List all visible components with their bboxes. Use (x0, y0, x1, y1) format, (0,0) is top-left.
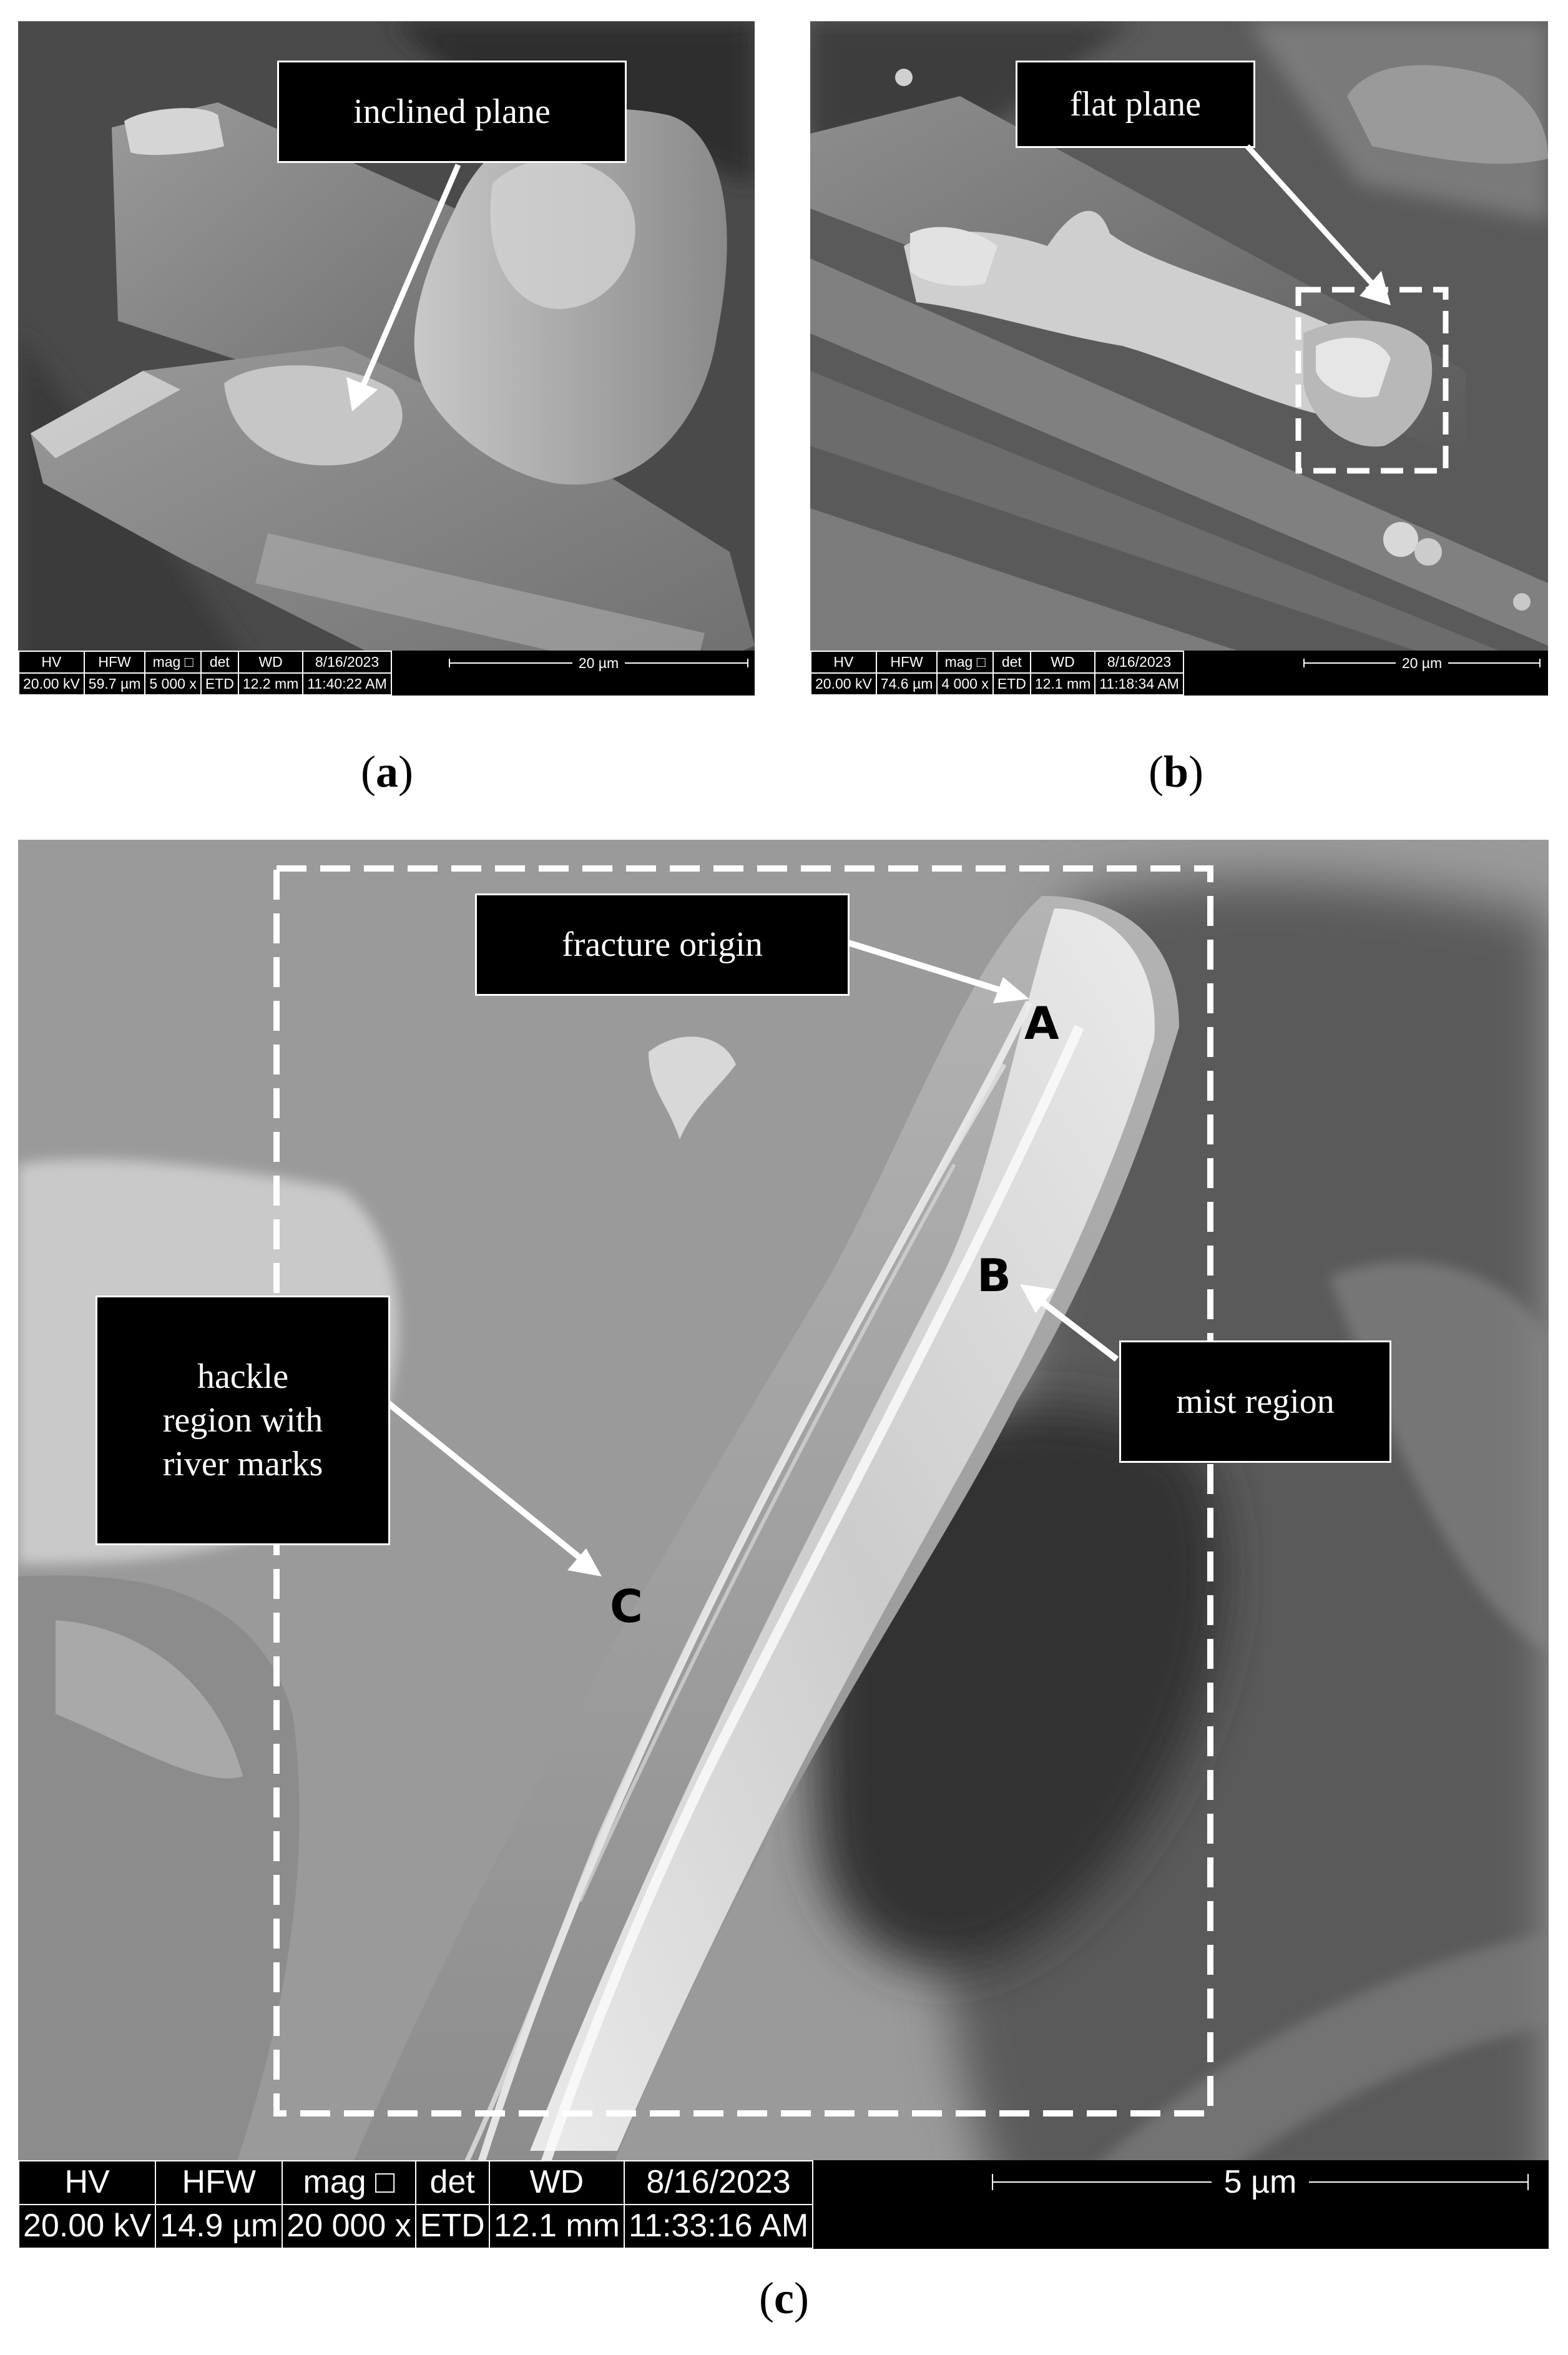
databar-a-value: 5 000 x (144, 672, 202, 696)
databar-a-value: 20.00 kV (18, 672, 85, 696)
databar-b-header: HFW (875, 651, 938, 674)
databar-c: HV HFW mag □ det WD 8/16/2023 20.00 kV 1… (18, 2160, 1549, 2249)
caption-a-letter: a (376, 747, 398, 797)
databar-b-header: 8/16/2023 (1094, 651, 1184, 674)
databar-b-header: WD (1029, 651, 1096, 674)
databar-a-header: 8/16/2023 (302, 651, 392, 674)
databar-b-value: 74.6 µm (875, 672, 938, 696)
databar-b-header: mag □ (936, 651, 994, 674)
databar-c-table: HV HFW mag □ det WD 8/16/2023 20.00 kV 1… (18, 2160, 814, 2249)
inclined-plane-callout: inclined plane (277, 61, 627, 163)
scale-bar-a-label: 20 µm (578, 654, 619, 671)
databar-b-table: HV HFW mag □ det WD 8/16/2023 20.00 kV 7… (810, 651, 1184, 696)
databar-b-value: ETD (992, 672, 1031, 696)
sem-panel-b: flat plane HV HFW mag □ det WD 8/16/2023… (810, 21, 1548, 696)
databar-a-header: HV (18, 651, 85, 674)
databar-a-value: ETD (200, 672, 239, 696)
databar-a-header: WD (237, 651, 304, 674)
databar-b-header: det (992, 651, 1031, 674)
databar-c-header: mag □ (282, 2160, 416, 2205)
caption-c-letter: c (774, 2273, 794, 2323)
databar-a-table: HV HFW mag □ det WD 8/16/2023 20.00 kV 5… (18, 651, 392, 696)
inclined-plane-label: inclined plane (353, 92, 551, 131)
point-label-c: C (610, 1580, 643, 1633)
databar-c-value: 20.00 kV (18, 2204, 157, 2249)
databar-a-header: det (200, 651, 239, 674)
databar-a-header: HFW (83, 651, 146, 674)
databar-c-value: ETD (414, 2204, 490, 2249)
scale-bar-b: 20 µm (1303, 652, 1541, 674)
sem-panel-c: fracture origin mist region hackle regio… (18, 840, 1549, 2249)
caption-b: (b) (1148, 747, 1203, 797)
point-label-b: B (977, 1249, 1011, 1302)
databar-c-value: 12.1 mm (488, 2204, 625, 2249)
sem-image-b (810, 21, 1548, 696)
databar-a: HV HFW mag □ det WD 8/16/2023 20.00 kV 5… (18, 651, 755, 696)
mist-region-label: mist region (1176, 1382, 1335, 1421)
databar-a-value: 11:40:22 AM (302, 672, 392, 696)
databar-a-header: mag □ (144, 651, 202, 674)
scale-bar-a: 20 µm (449, 652, 749, 674)
databar-b-value: 20.00 kV (810, 672, 877, 696)
caption-c: (c) (759, 2273, 809, 2323)
databar-b: HV HFW mag □ det WD 8/16/2023 20.00 kV 7… (810, 651, 1548, 696)
databar-b-value: 4 000 x (936, 672, 994, 696)
databar-b-value: 11:18:34 AM (1094, 672, 1184, 696)
databar-a-value: 59.7 µm (83, 672, 146, 696)
hackle-region-callout: hackle region with river marks (96, 1295, 390, 1545)
flat-plane-label: flat plane (1070, 85, 1201, 124)
databar-c-value: 20 000 x (282, 2204, 416, 2249)
scale-bar-c-label: 5 µm (1223, 2164, 1297, 2200)
hackle-region-label-line3: river marks (162, 1445, 323, 1483)
mist-region-callout: mist region (1119, 1340, 1391, 1463)
callout-arrows (384, 940, 1119, 1576)
scale-bar-b-label: 20 µm (1401, 654, 1443, 671)
hackle-region-label-line2: region with (162, 1401, 323, 1440)
scale-bar-c: 5 µm (992, 2160, 1529, 2204)
databar-c-value: 14.9 µm (155, 2204, 283, 2249)
point-label-a: A (1024, 997, 1059, 1050)
databar-b-value: 12.1 mm (1029, 672, 1096, 696)
fracture-origin-label: fracture origin (562, 925, 763, 964)
sem-panel-a: inclined plane HV HFW mag □ det WD 8/16/… (18, 21, 755, 696)
databar-b-header: HV (810, 651, 877, 674)
databar-c-header: 8/16/2023 (623, 2160, 814, 2205)
flat-plane-callout: flat plane (1016, 61, 1255, 148)
caption-a: (a) (361, 747, 413, 797)
databar-c-header: HV (18, 2160, 157, 2205)
hackle-region-label-line1: hackle (197, 1357, 289, 1396)
caption-b-letter: b (1163, 747, 1189, 797)
databar-a-value: 12.2 mm (237, 672, 304, 696)
databar-c-header: HFW (155, 2160, 283, 2205)
fracture-origin-callout: fracture origin (475, 893, 850, 996)
databar-c-header: det (414, 2160, 490, 2205)
databar-c-value: 11:33:16 AM (623, 2204, 814, 2249)
databar-c-header: WD (488, 2160, 625, 2205)
